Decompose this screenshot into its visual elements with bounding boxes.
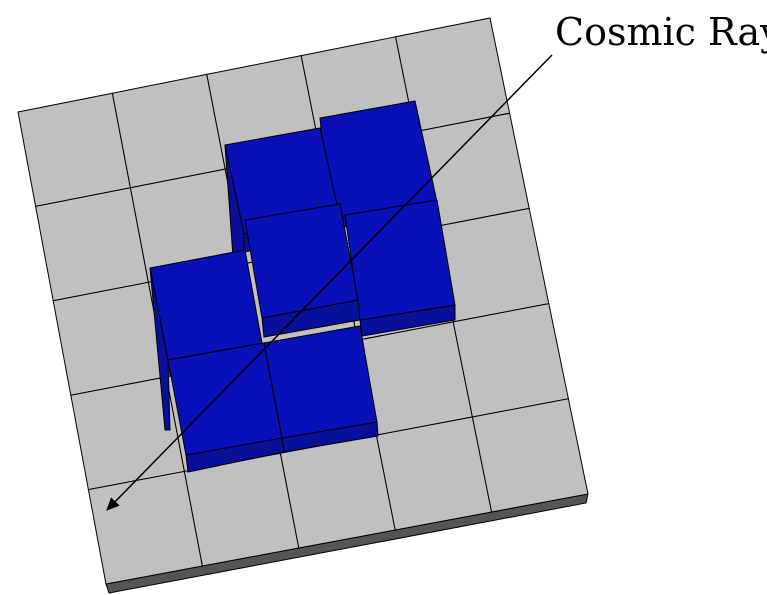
detector-tile <box>87 470 203 585</box>
detector-tile <box>375 416 493 531</box>
scintillator-blocks <box>149 100 456 473</box>
blue-block <box>344 199 456 337</box>
blue-block <box>263 325 379 453</box>
detector-tile <box>183 452 300 567</box>
detector-tile <box>35 187 149 302</box>
detector-tile <box>279 434 396 549</box>
blue-block <box>244 203 361 338</box>
detector-tile <box>471 398 589 513</box>
blue-block <box>167 342 285 473</box>
detector-tile <box>17 92 131 207</box>
detector-tile <box>452 303 569 418</box>
cosmic-ray-label: Cosmic Ray <box>555 10 767 54</box>
detector-tile <box>111 73 226 189</box>
detector-tile <box>52 281 167 396</box>
cosmic-ray-arrow <box>106 54 553 511</box>
